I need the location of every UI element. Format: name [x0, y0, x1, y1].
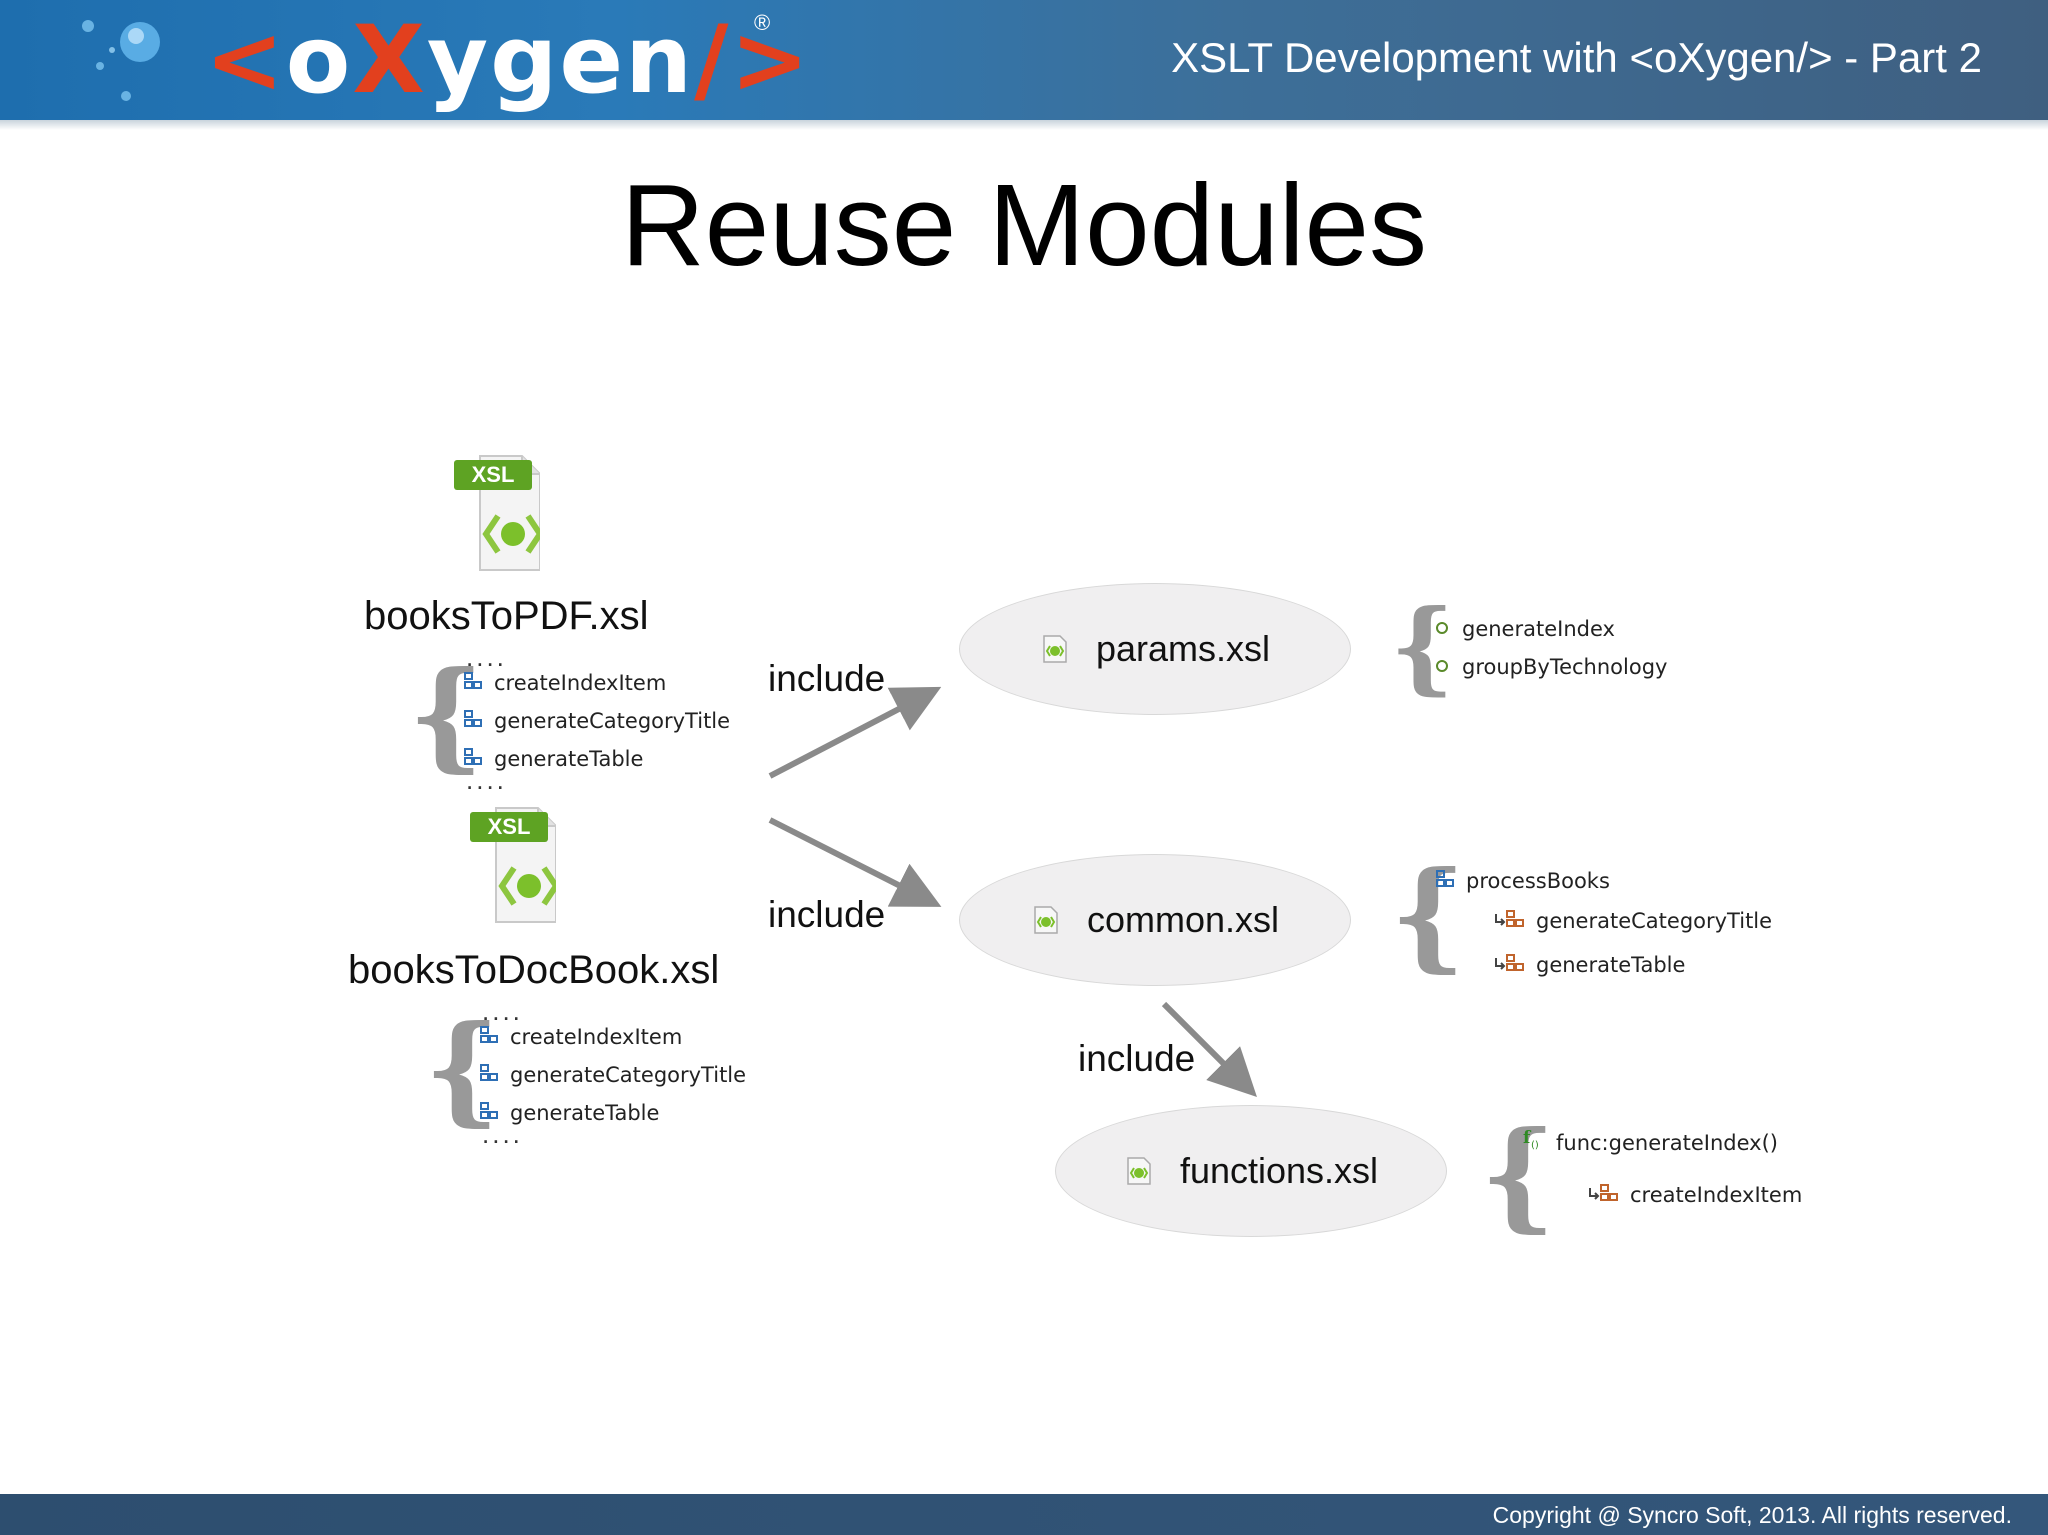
copyright-text: Copyright @ Syncro Soft, 2013. All right…	[1492, 1502, 2012, 1528]
template-icon	[480, 1098, 498, 1128]
include-label: include	[1078, 1038, 1196, 1079]
svg-text:(): ()	[1531, 1140, 1539, 1150]
footer-bar	[0, 1494, 2048, 1535]
list-item[interactable]: generateTable	[464, 744, 730, 774]
item-label: generateTable	[1536, 953, 1686, 977]
registered-mark: ®	[754, 10, 771, 35]
presentation-title: XSLT Development with <oXygen/> - Part 2	[1171, 34, 1982, 81]
module-name: functions.xsl	[1179, 1150, 1379, 1191]
common-member-list: processBooks generateCategoryTitle gener…	[1436, 866, 1772, 980]
called-template-icon	[1494, 906, 1524, 936]
item-label: generateCategoryTitle	[510, 1063, 747, 1087]
template-icon	[464, 668, 482, 698]
xsl-file-icon: XSL	[454, 455, 540, 571]
item-label: generateIndex	[1462, 617, 1615, 641]
arrow-to-common	[768, 817, 942, 907]
module-params[interactable]: params.xsl	[960, 584, 1350, 714]
called-template-icon	[1588, 1180, 1618, 1210]
bubbles-decoration	[82, 20, 160, 101]
list-item[interactable]: generateTable	[1494, 950, 1772, 980]
arrow-to-params	[768, 686, 942, 779]
module-name: common.xsl	[1086, 899, 1280, 940]
header-bar	[0, 0, 2048, 120]
list-item[interactable]: generateIndex	[1434, 614, 1667, 644]
item-label: createIndexItem	[494, 671, 667, 695]
param-icon	[1434, 652, 1450, 682]
item-label: generateTable	[494, 747, 644, 771]
function-icon: f()	[1522, 1128, 1544, 1158]
template-icon	[480, 1060, 498, 1090]
list-item[interactable]: processBooks	[1436, 866, 1772, 896]
item-label: func:generateIndex()	[1556, 1131, 1778, 1155]
xsl-module-icon	[1043, 635, 1067, 663]
list-item[interactable]: createIndexItem	[1588, 1180, 1802, 1210]
template-icon	[1436, 866, 1454, 896]
list-item[interactable]: groupByTechnology	[1434, 652, 1667, 682]
module-name: params.xsl	[1095, 628, 1271, 669]
param-icon	[1434, 614, 1450, 644]
item-label: processBooks	[1466, 869, 1610, 893]
xsl-file-icon: XSL	[470, 807, 556, 923]
file-name-bookstodocbook: booksToDocBook.xsl	[348, 948, 720, 992]
svg-text:XSL: XSL	[488, 814, 531, 839]
include-label: include	[768, 658, 886, 699]
functions-member-list: f() func:generateIndex() createIndexItem	[1522, 1128, 1802, 1210]
module-functions[interactable]: functions.xsl	[1056, 1106, 1446, 1236]
list-item[interactable]: createIndexItem	[480, 1022, 746, 1052]
brace: {	[1390, 845, 1466, 984]
svg-text:XSL: XSL	[472, 462, 515, 487]
list-item[interactable]: generateCategoryTitle	[480, 1060, 746, 1090]
xsl-module-icon	[1127, 1157, 1151, 1185]
list-item[interactable]: generateCategoryTitle	[1494, 906, 1772, 936]
item-label: groupByTechnology	[1462, 655, 1668, 679]
item-label: generateCategoryTitle	[494, 709, 731, 733]
xsl-module-icon	[1034, 906, 1058, 934]
arrow-to-functions	[1161, 1001, 1257, 1097]
list-item[interactable]: f() func:generateIndex()	[1522, 1128, 1802, 1158]
list-item[interactable]: generateTable	[480, 1098, 746, 1128]
template-list-bookstodocbook: createIndexItem generateCategoryTitle ge…	[480, 1022, 746, 1128]
item-label: createIndexItem	[1630, 1183, 1803, 1207]
item-label: generateTable	[510, 1101, 660, 1125]
brace: {	[1480, 1105, 1556, 1244]
oxygen-logo: <oXygen/>	[205, 6, 812, 115]
slide-title: Reuse Modules	[621, 160, 1427, 290]
template-icon	[464, 706, 482, 736]
item-label: createIndexItem	[510, 1025, 683, 1049]
brace: {	[1390, 587, 1455, 705]
list-item[interactable]: createIndexItem	[464, 668, 730, 698]
called-template-icon	[1494, 950, 1524, 980]
template-icon	[464, 744, 482, 774]
svg-text:f: f	[1523, 1128, 1532, 1148]
include-label: include	[768, 894, 886, 935]
template-list-bookstopdf: createIndexItem generateCategoryTitle ge…	[464, 668, 730, 774]
template-icon	[480, 1022, 498, 1052]
header-shadow	[0, 120, 2048, 130]
params-member-list: generateIndex groupByTechnology	[1434, 614, 1667, 682]
item-label: generateCategoryTitle	[1536, 909, 1773, 933]
module-common[interactable]: common.xsl	[960, 855, 1350, 985]
list-item[interactable]: generateCategoryTitle	[464, 706, 730, 736]
file-name-bookstopdf: booksToPDF.xsl	[364, 594, 649, 638]
